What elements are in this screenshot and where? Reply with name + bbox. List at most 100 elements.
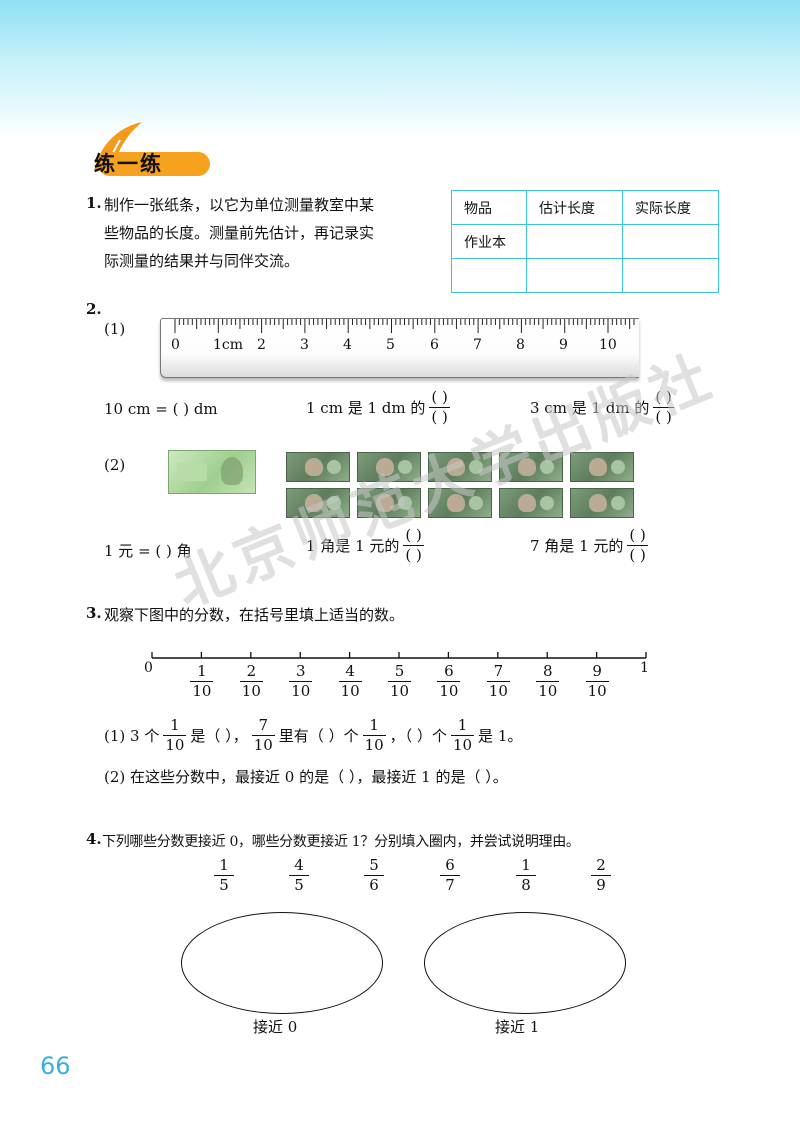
ruler-label: 0 bbox=[171, 337, 180, 353]
numerator: 1 bbox=[170, 716, 180, 734]
denominator: 10 bbox=[450, 735, 475, 754]
q1-text-line3: 际测量的结果并与同伴交流。 bbox=[104, 252, 300, 270]
table-header-row: 物品 估计长度 实际长度 bbox=[451, 190, 719, 225]
table-cell[interactable] bbox=[622, 224, 719, 259]
section-title: 练一练 bbox=[94, 152, 163, 176]
eq-3cm-fraction: 3 cm 是 1 dm 的 ( ) ( ) bbox=[530, 390, 674, 425]
eq-text: 1 cm 是 1 dm 的 bbox=[306, 399, 426, 417]
near-one-oval[interactable] bbox=[424, 912, 626, 1014]
table-cell[interactable] bbox=[526, 258, 623, 293]
numerator: 1 bbox=[219, 856, 229, 874]
denominator: 10 bbox=[163, 735, 187, 754]
ruler-label: 4 bbox=[343, 337, 352, 353]
blank-fraction: ( ) ( ) bbox=[653, 388, 674, 426]
one-jiao-banknote-image bbox=[428, 488, 492, 518]
blank-denominator[interactable]: ( ) bbox=[627, 545, 648, 564]
one-jiao-banknote-image bbox=[357, 452, 421, 482]
feather-icon bbox=[94, 122, 210, 177]
near-one-label: 接近 1 bbox=[495, 1018, 540, 1036]
table-row bbox=[451, 258, 719, 293]
numerator: 5 bbox=[394, 662, 405, 680]
numerator: 7 bbox=[493, 662, 504, 680]
sentence-text: ，（ ）个 bbox=[389, 727, 447, 745]
blank-denominator[interactable]: ( ) bbox=[653, 407, 674, 426]
numerator: 9 bbox=[592, 662, 602, 680]
one-jiao-banknote-image bbox=[357, 488, 421, 518]
near-zero-oval[interactable] bbox=[181, 912, 383, 1014]
sentence-text: 是（ ）， bbox=[190, 727, 248, 745]
eq-text: 7 角是 1 元的 bbox=[530, 537, 624, 555]
table-cell[interactable] bbox=[451, 258, 527, 293]
blank-denominator[interactable]: ( ) bbox=[403, 545, 424, 564]
blank-numerator[interactable]: ( ) bbox=[431, 388, 448, 406]
numerator: 6 bbox=[444, 662, 454, 680]
table-cell[interactable]: 作业本 bbox=[451, 224, 527, 259]
eq-yuan-jiao: 1 元 = ( ) 角 bbox=[104, 542, 192, 560]
denominator: 9 bbox=[591, 875, 611, 893]
denominator: 6 bbox=[364, 875, 384, 893]
denominator: 10 bbox=[190, 681, 214, 700]
table-cell[interactable] bbox=[622, 258, 719, 293]
numerator: 6 bbox=[445, 856, 455, 874]
one-jiao-banknote-image bbox=[499, 452, 563, 482]
denominator: 10 bbox=[362, 735, 386, 754]
one-jiao-banknote-image bbox=[286, 488, 350, 518]
blank-numerator[interactable]: ( ) bbox=[655, 388, 672, 406]
table-header-item: 物品 bbox=[451, 190, 527, 225]
header-band bbox=[0, 0, 800, 140]
one-jiao-banknote-image bbox=[570, 488, 634, 518]
q4-number: 4. bbox=[86, 830, 102, 848]
numerator: 2 bbox=[596, 856, 606, 874]
table-header-actual: 实际长度 bbox=[622, 190, 719, 225]
denominator: 10 bbox=[251, 735, 275, 754]
denominator: 7 bbox=[440, 875, 460, 893]
blank-numerator[interactable]: ( ) bbox=[629, 526, 646, 544]
number-line-start: 0 bbox=[144, 660, 153, 676]
ruler-label: 1cm bbox=[213, 337, 244, 353]
ruler-label: 2 bbox=[257, 337, 266, 353]
q3-sentence-2: (2) 在这些分数中，最接近 0 的是（ ），最接近 1 的是（ ）。 bbox=[104, 768, 508, 786]
number-line-axis bbox=[151, 652, 647, 659]
numerator: 7 bbox=[258, 716, 269, 734]
sentence-text: 里有（ ）个 bbox=[278, 727, 359, 745]
numerator: 1 bbox=[457, 716, 468, 734]
blank-denominator[interactable]: ( ) bbox=[429, 407, 450, 426]
sentence-text: 是 1。 bbox=[478, 727, 523, 745]
near-zero-label: 接近 0 bbox=[253, 1018, 298, 1036]
one-jiao-banknote-image bbox=[286, 452, 350, 482]
ruler-label: 8 bbox=[516, 337, 525, 353]
q2-number: 2. bbox=[86, 300, 102, 318]
eq-10cm-dm: 10 cm = ( ) dm bbox=[104, 400, 218, 418]
numerator: 1 bbox=[521, 856, 531, 874]
q1-text-line2: 些物品的长度。测量前先估计，再记录实 bbox=[104, 224, 375, 242]
denominator: 10 bbox=[536, 681, 560, 700]
denominator: 10 bbox=[437, 681, 461, 700]
blank-numerator[interactable]: ( ) bbox=[405, 526, 422, 544]
numerator: 8 bbox=[542, 662, 553, 680]
blank-fraction: ( ) ( ) bbox=[403, 526, 424, 564]
ruler-label: 6 bbox=[430, 337, 439, 353]
eq-text: 1 角是 1 元的 bbox=[306, 537, 400, 555]
q1-number: 1. bbox=[86, 194, 102, 212]
one-jiao-banknote-image bbox=[428, 452, 492, 482]
denominator: 10 bbox=[289, 681, 313, 700]
table-cell[interactable] bbox=[526, 224, 623, 259]
numerator: 2 bbox=[246, 662, 257, 680]
